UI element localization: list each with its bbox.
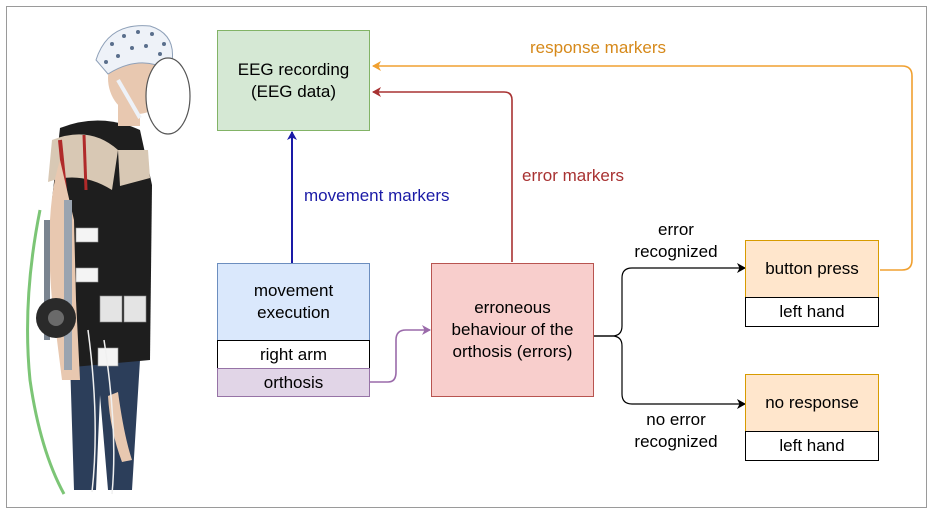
response-markers-label: response markers	[530, 38, 667, 57]
error-markers-label: error markers	[522, 166, 625, 185]
left-hand-bottom-node: left hand	[745, 431, 879, 461]
eeg-recording-node: EEG recording (EEG data)	[217, 30, 370, 131]
left-hand-top-node: left hand	[745, 297, 879, 327]
no-error-recognized-arrow	[594, 335, 746, 409]
movement-markers-label: movement markers	[304, 186, 450, 205]
erroneous-behaviour-node: erroneous behaviour of the orthosis (err…	[431, 263, 594, 397]
response-markers-arrow	[372, 61, 913, 271]
right-arm-node: right arm	[217, 340, 370, 369]
person-illustration	[26, 25, 191, 495]
no-error-recognized-label: no error recognized	[634, 410, 718, 451]
error-recognized-arrow	[594, 263, 746, 337]
button-press-node: button press	[745, 240, 879, 298]
error-markers-arrow	[372, 87, 513, 262]
no-response-node: no response	[745, 374, 879, 432]
orthosis-to-error-arrow	[370, 325, 431, 383]
error-recognized-label: error recognized	[634, 220, 718, 261]
movement-execution-node: movement execution	[217, 263, 370, 341]
orthosis-node: orthosis	[217, 368, 370, 397]
